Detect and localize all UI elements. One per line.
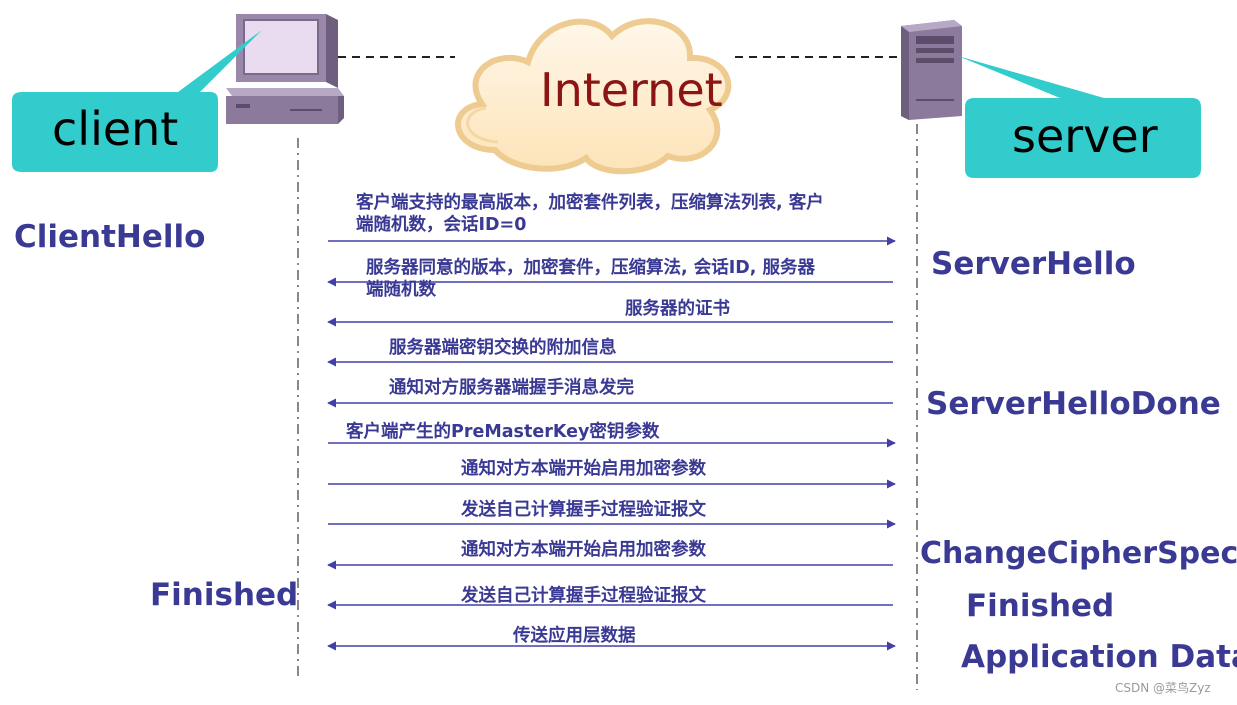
client-bubble <box>12 30 262 172</box>
computer-icon <box>226 14 344 124</box>
server-bubble <box>958 56 1201 178</box>
server-icon <box>901 20 962 120</box>
server-hello-done-label: ServerHelloDone <box>926 386 1221 422</box>
message-text: 通知对方服务器端握手消息发完 <box>389 378 634 398</box>
message-text: 发送自己计算握手过程验证报文 <box>461 500 706 520</box>
client-hello-label: ClientHello <box>14 219 206 255</box>
message-text: 通知对方本端开始启用加密参数 <box>461 459 706 479</box>
message-text: 发送自己计算握手过程验证报文 <box>461 586 706 606</box>
client-finished-label: Finished <box>150 577 299 613</box>
change-cipher-spec-label: ChangeCipherSpec <box>920 536 1237 571</box>
message-text: 客户端支持的最高版本，加密套件列表，压缩算法列表, 客户 端随机数，会话ID=0 <box>356 193 824 235</box>
application-data-label: Application Data <box>961 639 1237 675</box>
server-label: server <box>1012 109 1158 163</box>
server-hello-label: ServerHello <box>931 246 1136 282</box>
message-text: 服务器的证书 <box>625 299 730 319</box>
message-text: 传送应用层数据 <box>513 626 636 646</box>
watermark: CSDN @菜鸟Zyz <box>1115 681 1211 695</box>
message-text: 服务器同意的版本，加密套件，压缩算法, 会话ID, 服务器 端随机数 <box>366 258 816 300</box>
cloud-icon <box>455 18 732 175</box>
message-text: 通知对方本端开始启用加密参数 <box>461 540 706 560</box>
client-label: client <box>52 102 179 156</box>
message-text: 服务器端密钥交换的附加信息 <box>389 338 617 358</box>
internet-label: Internet <box>540 63 723 117</box>
server-finished-label: Finished <box>966 588 1115 624</box>
message-text: 客户端产生的PreMasterKey密钥参数 <box>346 422 660 442</box>
